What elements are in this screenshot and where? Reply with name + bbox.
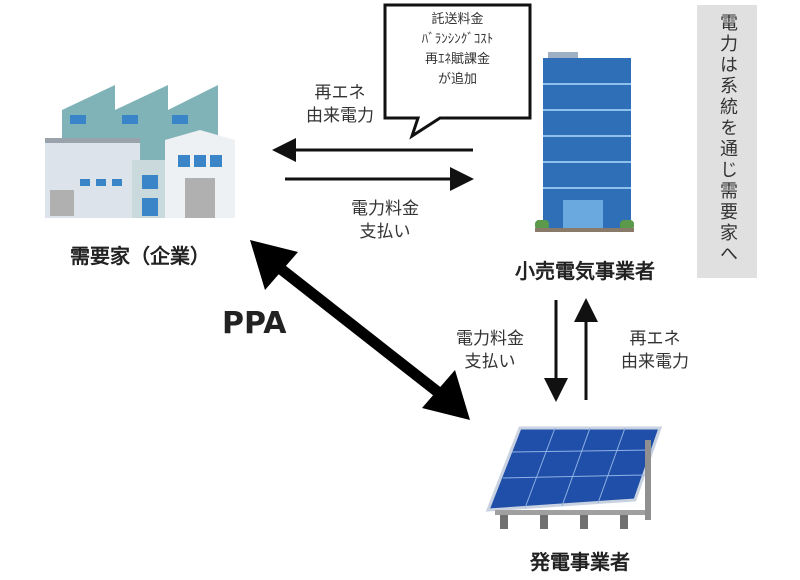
callout-line: 託送料金: [431, 12, 484, 27]
callout-line: ﾊﾞﾗﾝｼﾝｸﾞｺｽﾄ: [421, 32, 494, 47]
callout-line: 再ｴﾈ賦課金: [424, 52, 490, 67]
flow-label-line: 支払い: [464, 352, 516, 372]
flow-label-renewable-power-generator: 再エネ 由来電力: [595, 328, 715, 374]
ppa-label: PPA: [222, 306, 287, 341]
generator-label: 発電事業者: [530, 550, 630, 574]
side-note-box: 電力は系統を通じ需要家へ: [697, 5, 757, 278]
callout-text: 託送料金 ﾊﾞﾗﾝｼﾝｸﾞｺｽﾄ 再ｴﾈ賦課金 が追加: [385, 10, 530, 90]
flow-label-line: 支払い: [359, 222, 411, 242]
flow-label-line: 電力料金: [456, 329, 524, 349]
consumer-label: 需要家（企業）: [70, 244, 210, 268]
flow-label-line: 由来電力: [306, 106, 374, 126]
flow-label-line: 再エネ: [314, 83, 366, 103]
flow-label-renewable-power: 再エネ 由来電力: [280, 82, 400, 128]
callout-line: が追加: [437, 72, 477, 87]
office-building-icon: [535, 52, 634, 232]
ppa-double-arrow: [250, 240, 470, 420]
flow-label-payment: 電力料金 支払い: [325, 198, 445, 244]
side-note-text: 電力は系統を通じ需要家へ: [717, 13, 738, 265]
flow-label-payment-generator: 電力料金 支払い: [430, 328, 550, 374]
flow-label-line: 再エネ: [629, 329, 681, 349]
factory-icon: [45, 85, 235, 218]
retailer-label: 小売電気事業者: [515, 259, 655, 283]
solar-panel-icon: [485, 426, 663, 529]
flow-label-line: 電力料金: [351, 199, 419, 219]
flow-label-line: 由来電力: [621, 352, 689, 372]
callout-bubble: [383, 3, 532, 140]
